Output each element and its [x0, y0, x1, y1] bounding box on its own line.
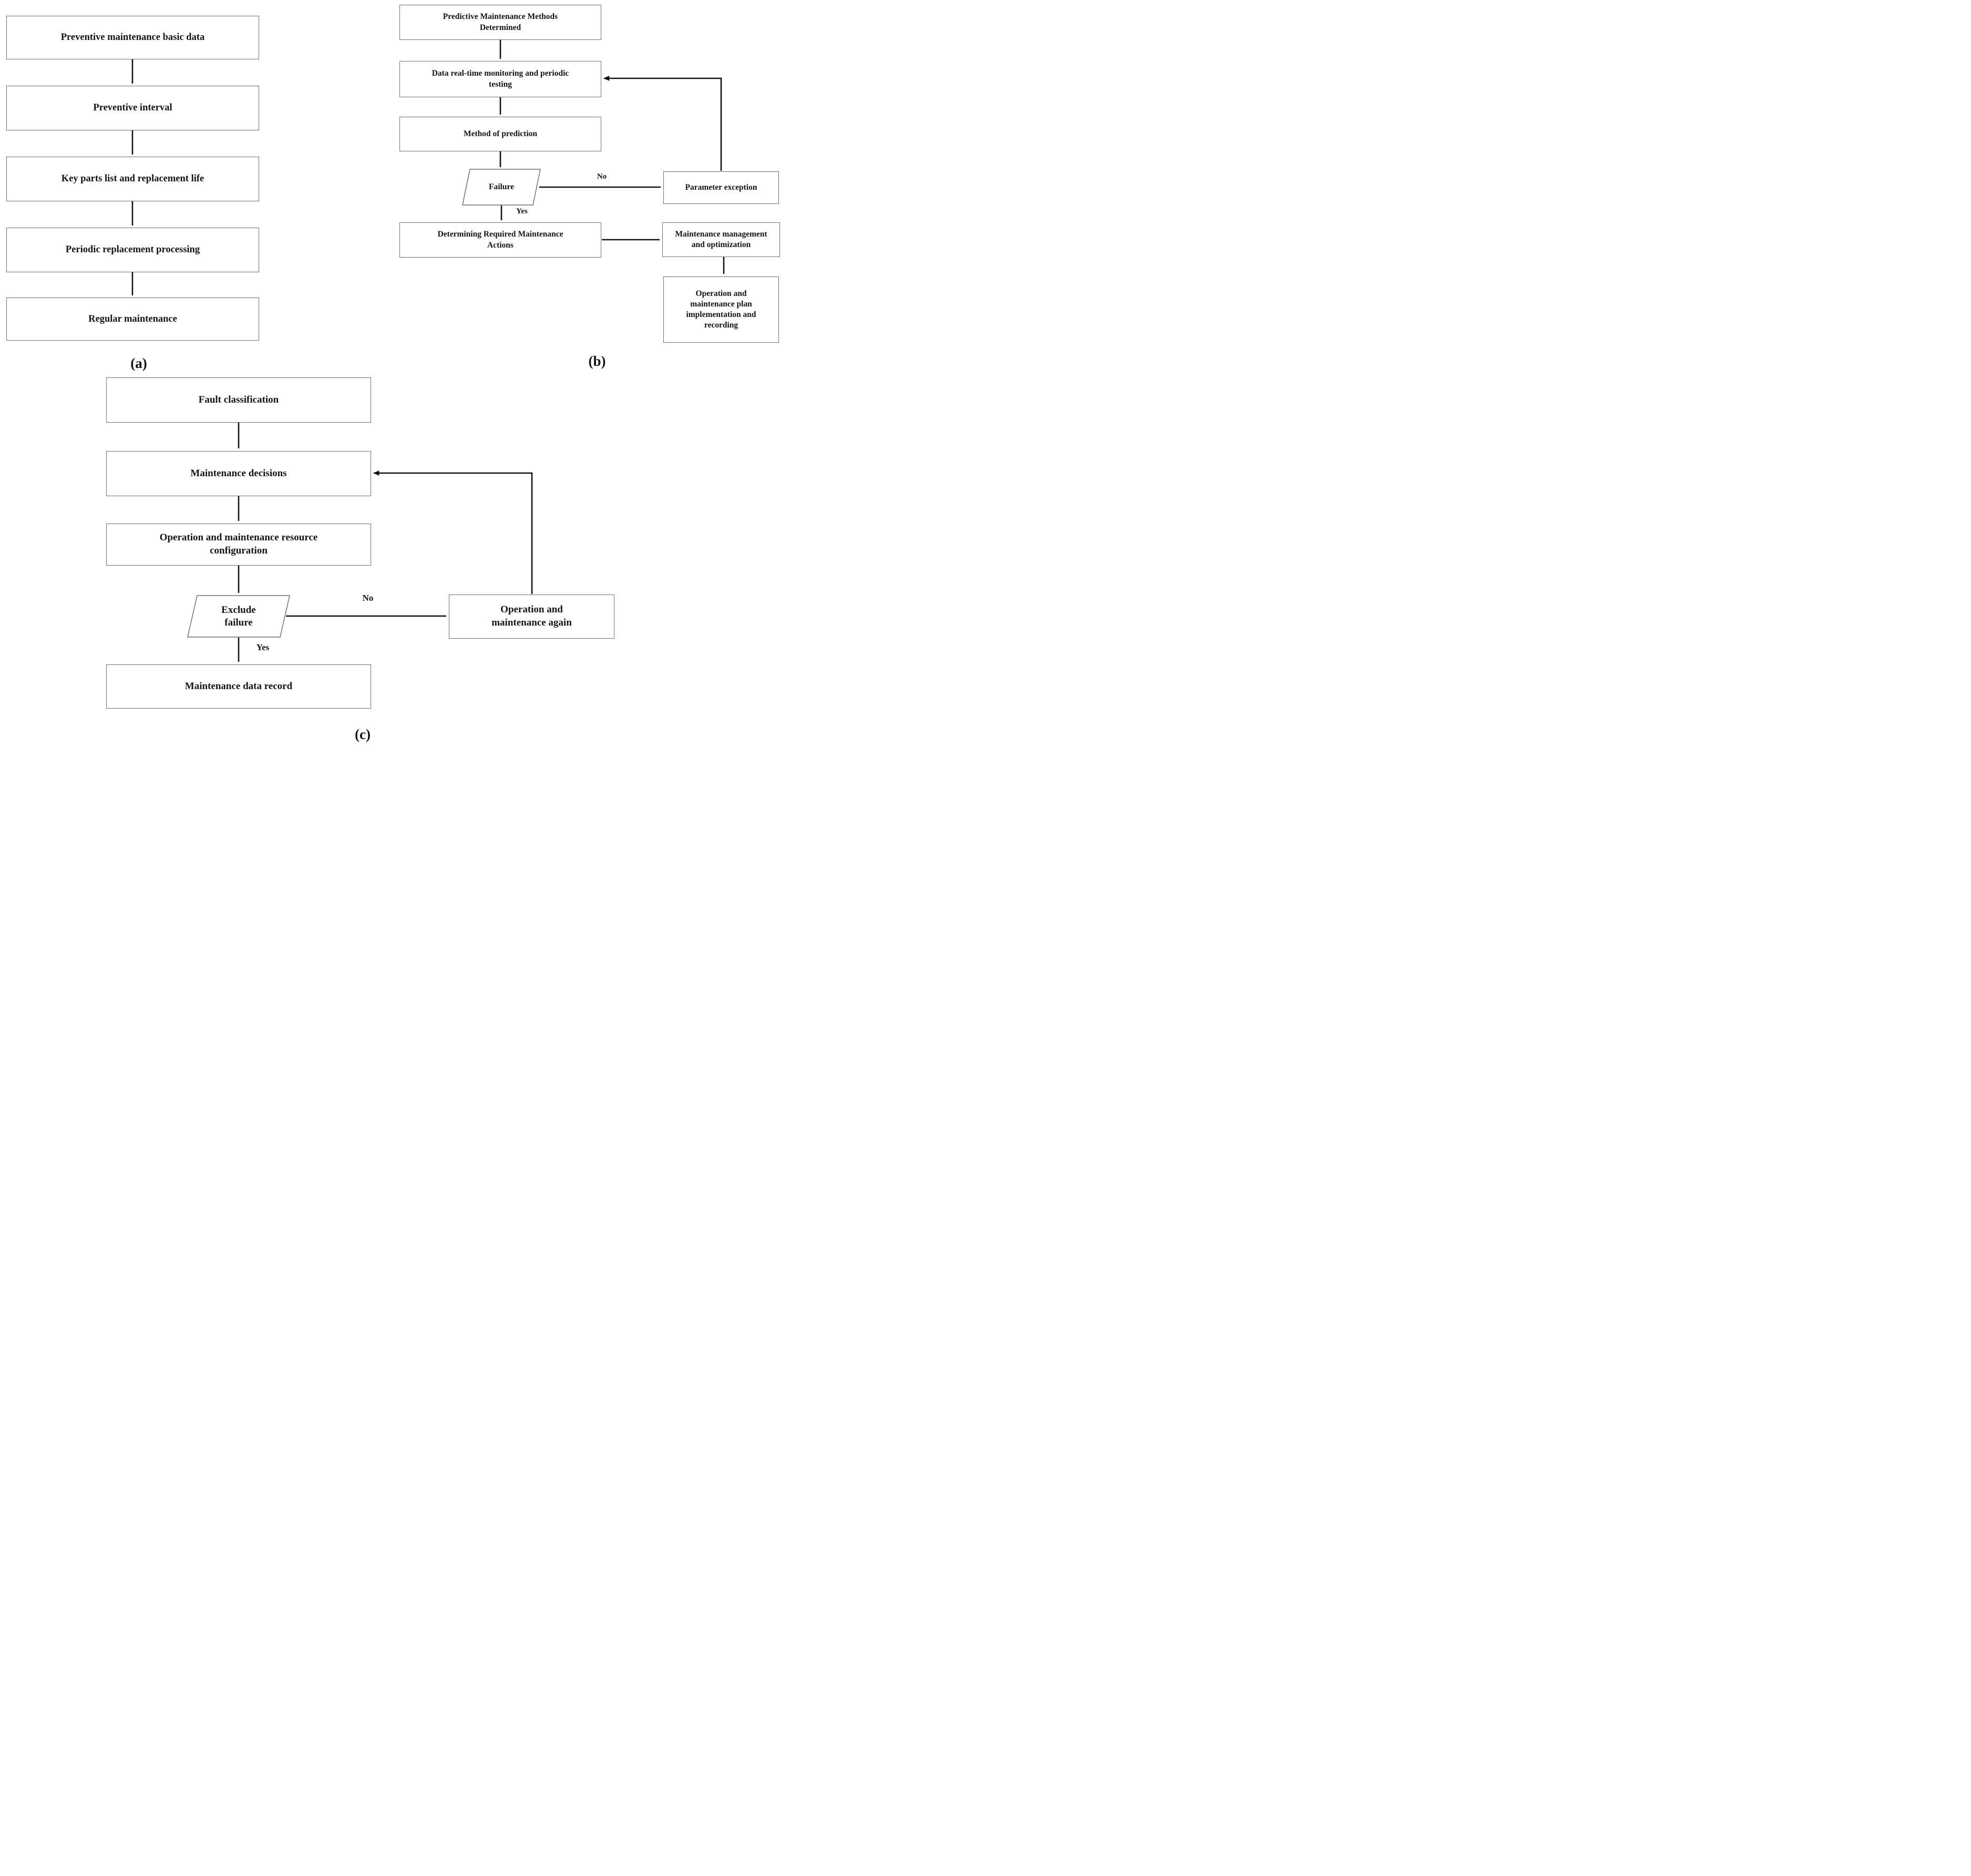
node-label: Maintenance data record — [184, 680, 293, 692]
caption-panel-c: (c) — [355, 726, 371, 742]
node-regular-maintenance: Regular maintenance — [6, 298, 259, 341]
node-label: Key parts list and replacement life — [61, 173, 204, 184]
node-label: Operation and maintenance plan implement… — [686, 289, 756, 330]
node-predictive-methods-determined: Predictive Maintenance Methods Determine… — [399, 5, 601, 40]
node-label: Maintenance decisions — [190, 467, 287, 479]
exclude-failure-parallelogram-shape — [187, 595, 290, 638]
caption-panel-b: (b) — [588, 353, 606, 369]
node-key-parts-list: Key parts list and replacement life — [6, 157, 259, 201]
node-periodic-replacement: Periodic replacement processing — [6, 228, 259, 272]
node-exclude-failure-decision: Exclude failure — [188, 596, 290, 637]
node-operation-maintenance-again: Operation and maintenance again — [449, 594, 614, 639]
node-label: Regular maintenance — [88, 313, 177, 324]
node-label: Fault classification — [198, 394, 279, 405]
node-failure-decision: Failure — [463, 169, 540, 205]
failure-parallelogram-shape — [462, 169, 541, 206]
node-label: Periodic replacement processing — [65, 244, 200, 255]
node-data-monitoring-testing: Data real-time monitoring and periodic t… — [399, 61, 601, 97]
node-maintenance-decisions: Maintenance decisions — [106, 451, 371, 496]
node-resource-configuration: Operation and maintenance resource confi… — [106, 524, 371, 566]
node-label: Determining Required Maintenance Actions — [437, 230, 563, 250]
feedback-c-again-decisions — [373, 470, 533, 594]
node-label: Operation and maintenance resource confi… — [159, 532, 318, 556]
node-label: Operation and maintenance again — [491, 604, 572, 628]
flowchart-figure: Preventive maintenance basic data Preven… — [0, 0, 788, 751]
edge-label-yes-c: Yes — [256, 642, 270, 652]
node-fault-classification: Fault classification — [106, 377, 371, 423]
node-label: Method of prediction — [463, 129, 538, 138]
node-maintenance-data-record: Maintenance data record — [106, 664, 371, 709]
edge-label-no-b: No — [597, 172, 607, 181]
node-method-of-prediction: Method of prediction — [399, 117, 601, 151]
node-maintenance-management-optimization: Maintenance management and optimization — [662, 222, 780, 257]
feedback-b-parameter-monitoring — [603, 75, 722, 171]
edge-label-no-c: No — [362, 593, 374, 603]
node-label: Preventive maintenance basic data — [60, 32, 205, 43]
node-label: Maintenance management and optimization — [675, 229, 767, 249]
node-label: Failure — [489, 182, 514, 192]
node-preventive-interval: Preventive interval — [6, 86, 259, 130]
node-label: Exclude failure — [221, 604, 256, 628]
node-parameter-exception: Parameter exception — [663, 171, 779, 204]
node-operation-plan-implementation: Operation and maintenance plan implement… — [663, 276, 779, 343]
node-label: Parameter exception — [685, 182, 757, 192]
node-label: Predictive Maintenance Methods Determine… — [443, 12, 558, 32]
node-preventive-basic-data: Preventive maintenance basic data — [6, 16, 259, 59]
connector-layer — [131, 40, 725, 662]
caption-panel-a: (a) — [130, 355, 147, 371]
node-determining-required-actions: Determining Required Maintenance Actions — [399, 222, 601, 258]
node-label: Preventive interval — [93, 102, 172, 114]
edge-label-yes-b: Yes — [516, 207, 528, 216]
node-label: Data real-time monitoring and periodic t… — [432, 69, 569, 89]
